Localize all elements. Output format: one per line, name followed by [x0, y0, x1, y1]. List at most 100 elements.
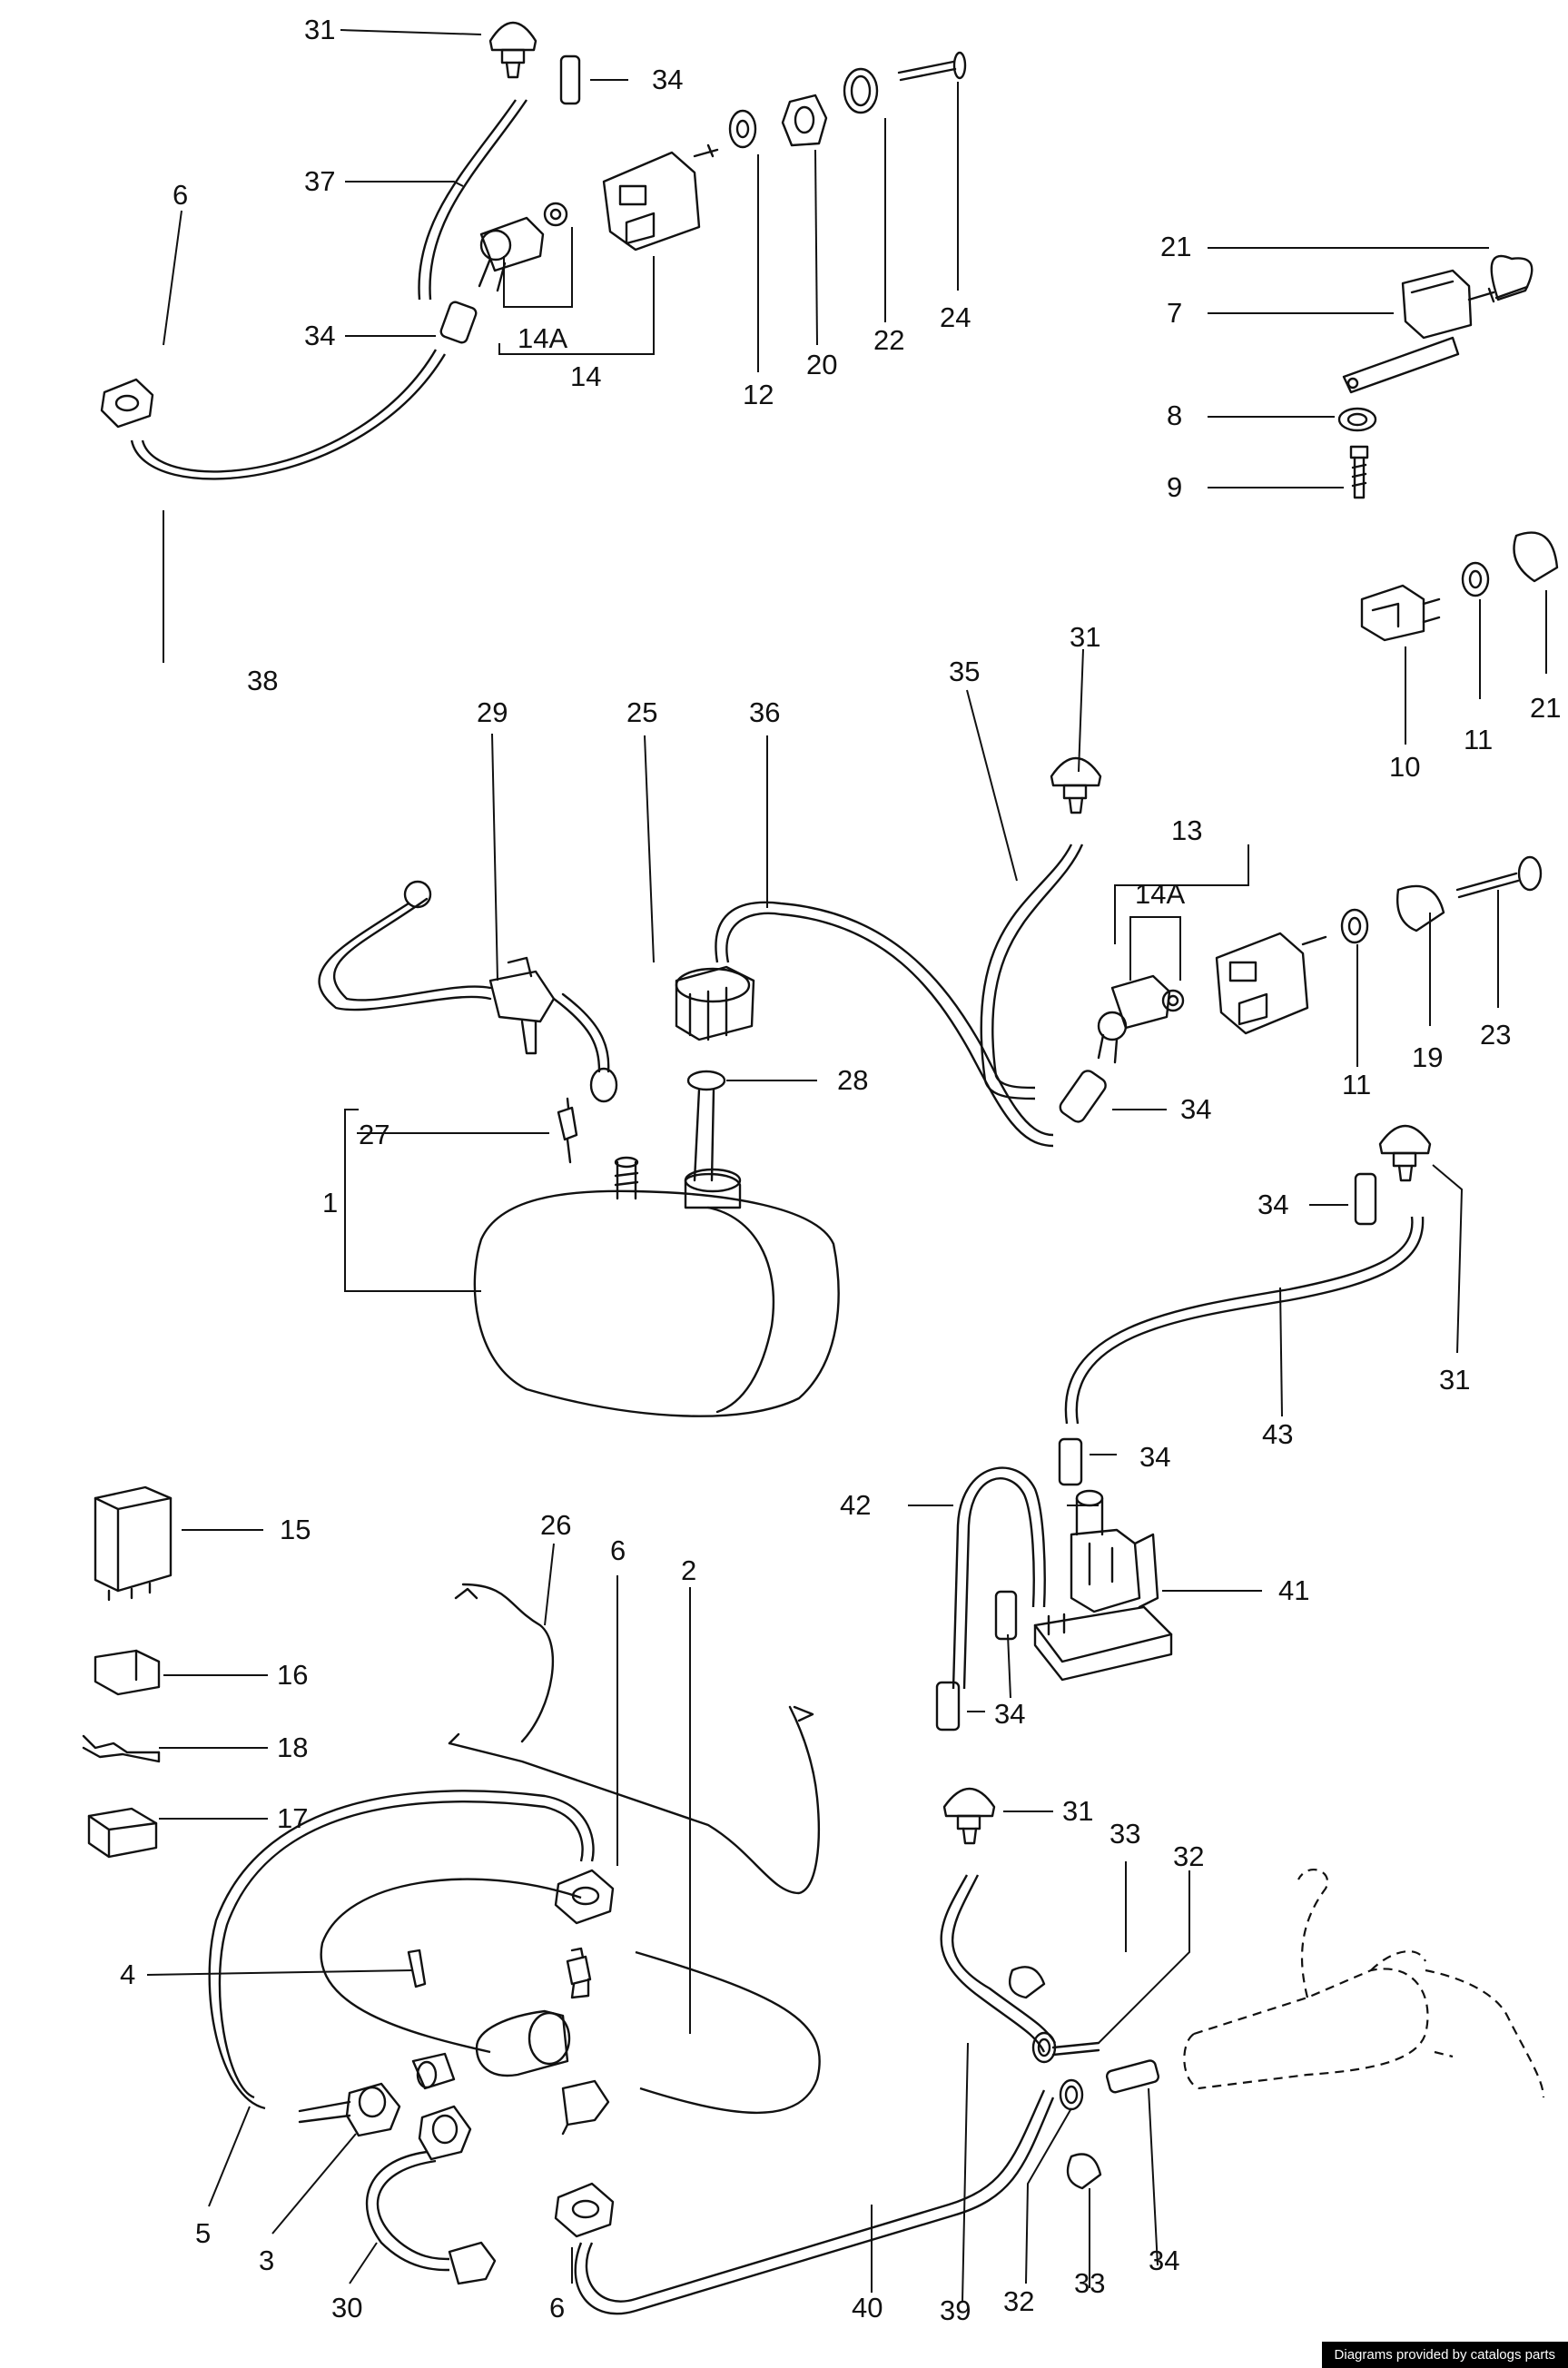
callout-32: 32 [1173, 1840, 1204, 1872]
callout-14a: 14A [1135, 878, 1185, 910]
callout-1: 1 [322, 1187, 338, 1219]
callout-14a: 14A [518, 322, 567, 354]
hose-piece-34-pump-top [1058, 1437, 1083, 1486]
terminal-18 [82, 1734, 161, 1763]
nut-6-top [100, 378, 154, 429]
callout-32: 32 [1003, 2285, 1034, 2317]
washer-jet-31-right [1378, 1124, 1432, 1182]
callout-40: 40 [852, 2292, 883, 2324]
cap-19 [1396, 884, 1445, 932]
switch-14-assembly [478, 143, 719, 292]
callout-37: 37 [304, 165, 335, 197]
callout-29: 29 [477, 696, 508, 728]
callout-34: 34 [1180, 1093, 1211, 1125]
callout-4: 4 [120, 1959, 135, 1990]
callout-34: 34 [1257, 1189, 1288, 1220]
callout-13: 13 [1171, 814, 1202, 846]
fitting-small [566, 1947, 592, 1999]
filler-neck-28 [686, 1070, 726, 1182]
middle-assembly [318, 756, 1543, 1425]
callout-20: 20 [806, 349, 837, 380]
callout-16: 16 [277, 1659, 308, 1691]
nozzle-4 [407, 1949, 427, 1988]
relay-15 [94, 1485, 173, 1602]
callout-31: 31 [1439, 1364, 1470, 1396]
knob-20 [781, 94, 828, 147]
ring-22 [843, 67, 879, 114]
callout-34: 34 [304, 320, 335, 351]
callout-28: 28 [837, 1064, 868, 1096]
washer-8 [1337, 407, 1377, 432]
callout-38: 38 [247, 665, 278, 696]
bottom-left-assembly [208, 1583, 1055, 2315]
hose-39 [940, 1874, 1046, 2053]
callout-15: 15 [280, 1514, 311, 1545]
callout-5: 5 [195, 2217, 211, 2249]
check-valve-27 [557, 1097, 578, 1164]
callout-34: 34 [1139, 1441, 1170, 1473]
washer-jet-31-mid [1050, 756, 1102, 814]
callout-34: 34 [1149, 2245, 1179, 2276]
callout-43: 43 [1262, 1418, 1293, 1450]
hose-piece-34-pump-mid [994, 1590, 1018, 1641]
hose-30-assembly [365, 2105, 497, 2285]
callout-6: 6 [173, 179, 188, 211]
fitting-3 [298, 2082, 401, 2137]
callout-18: 18 [277, 1732, 308, 1763]
plug-33-bottom [1066, 2153, 1102, 2190]
hose-piece-34-right [1354, 1172, 1377, 1226]
grommet-32-bottom [1059, 2078, 1084, 2111]
hose-35 [980, 844, 1073, 1100]
callout-14: 14 [570, 360, 601, 392]
callout-31: 31 [1070, 621, 1100, 653]
filler-cap-25 [675, 965, 755, 1041]
hose-5 [218, 1801, 584, 2099]
callout-24: 24 [940, 301, 971, 333]
bottom-right-assembly [940, 1787, 1545, 2190]
callout-3: 3 [259, 2245, 274, 2276]
connector-16 [94, 1649, 161, 1696]
hose-37 [418, 99, 517, 301]
switch-10 [1360, 584, 1441, 642]
grommet-32-top [1031, 2031, 1100, 2064]
callout-12: 12 [743, 379, 774, 410]
callout-10: 10 [1389, 751, 1420, 783]
callout-27: 27 [359, 1119, 390, 1150]
callout-17: 17 [277, 1802, 308, 1834]
callout-35: 35 [949, 656, 980, 687]
callout-30: 30 [331, 2292, 362, 2324]
callout-41: 41 [1278, 1574, 1309, 1606]
callout-33: 33 [1109, 1818, 1140, 1850]
hose-piece-34-top [559, 54, 581, 105]
clip-26 [448, 1583, 820, 1895]
callout-21: 21 [1530, 692, 1561, 724]
hose-piece-34-mid [1059, 1070, 1107, 1123]
hose-36 [715, 901, 1054, 1137]
washer-jet-31-top [488, 22, 537, 79]
pin-24 [897, 51, 967, 82]
callout-2: 2 [681, 1554, 696, 1586]
valve-29 [318, 880, 618, 1103]
reservoir-outline [1183, 1869, 1545, 2098]
switch-7 [1342, 269, 1495, 394]
plug-33-top [1008, 1966, 1046, 1999]
cap-21-mid [1513, 531, 1559, 583]
callout-25: 25 [626, 696, 657, 728]
nut-6-mid [554, 1869, 615, 1925]
callout-11: 11 [1464, 724, 1493, 755]
callout-42: 42 [840, 1489, 871, 1521]
callout-labels: 31 34 37 6 34 14A 14 12 20 22 24 38 21 7… [120, 14, 1561, 2326]
washer-tank-1 [473, 1156, 840, 1417]
grommet-11-top [1461, 561, 1490, 597]
callout-6: 6 [549, 2292, 565, 2324]
top-left-assembly [100, 22, 967, 480]
hose-38 [130, 353, 447, 480]
top-right-assembly [1337, 254, 1559, 642]
pump-assembly [935, 1437, 1173, 1732]
callout-36: 36 [749, 696, 780, 728]
callout-19: 19 [1412, 1041, 1443, 1073]
washer-pump-41 [1033, 1489, 1173, 1682]
electrical-parts [82, 1485, 173, 1859]
callout-22: 22 [873, 324, 904, 356]
